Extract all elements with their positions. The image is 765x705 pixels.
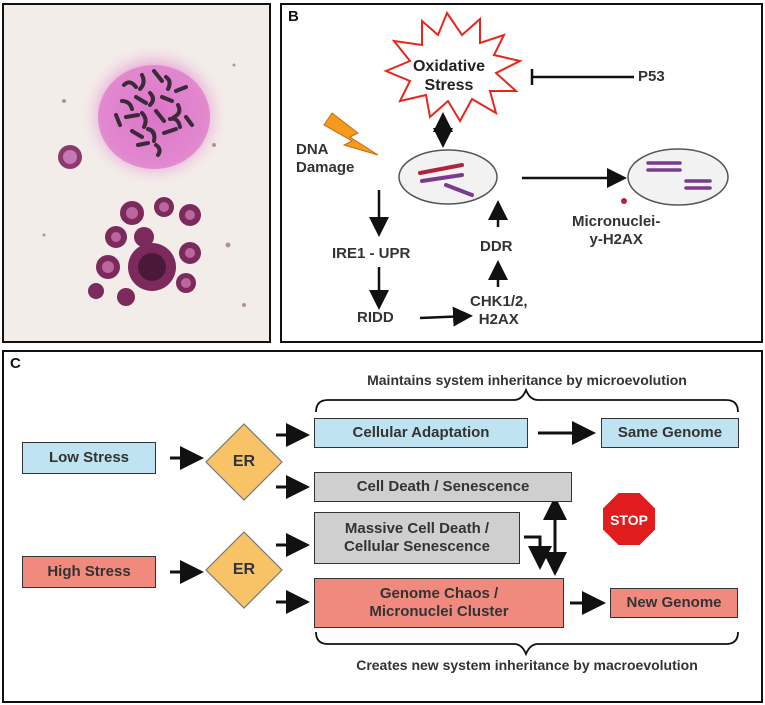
lightning-icon — [323, 112, 379, 156]
same-genome-box: Same Genome — [601, 418, 739, 448]
low-stress-box: Low Stress — [22, 442, 156, 474]
ddr-label: DDR — [480, 238, 513, 255]
panel-b: B — [280, 3, 763, 343]
top-caption: Maintains system inheritance by microevo… — [367, 372, 687, 388]
panel-a: A — [2, 3, 271, 343]
micronuclei-cell — [627, 148, 729, 206]
micronuclei-label: Micronuclei-y-H2AX — [572, 213, 661, 248]
ridd-label: RIDD — [357, 309, 394, 326]
stop-sign-text: STOP — [610, 512, 648, 528]
er-diamond-bottom — [205, 531, 283, 609]
cell-death-box: Cell Death / Senescence — [314, 472, 572, 502]
bottom-brace — [315, 631, 739, 657]
chk-label: CHK1/2,H2AX — [470, 293, 528, 328]
panel-c-graphics: STOP — [170, 387, 739, 657]
panel-b-graphics — [323, 10, 729, 327]
er-diamond-top — [205, 423, 283, 501]
new-genome-box: New Genome — [610, 588, 738, 618]
massive-death-box: Massive Cell Death /Cellular Senescence — [314, 512, 520, 564]
cellular-adaptation-box: Cellular Adaptation — [314, 418, 528, 448]
p53-label: P53 — [638, 68, 665, 85]
panel-label-b: B — [288, 8, 299, 25]
oxidative-stress-burst — [383, 10, 523, 124]
panel-label-c: C — [10, 355, 21, 372]
stop-sign-icon — [601, 491, 657, 547]
high-stress-box: High Stress — [22, 556, 156, 588]
top-brace — [315, 387, 739, 413]
panel-c: C STOP — [2, 350, 763, 703]
genome-chaos-box: Genome Chaos /Micronuclei Cluster — [314, 578, 564, 628]
er-label-bottom: ER — [232, 561, 256, 579]
ire1-upr-label: IRE1 - UPR — [332, 245, 411, 262]
micrograph-image — [4, 5, 269, 341]
er-label-top: ER — [232, 453, 256, 471]
bottom-caption: Creates new system inheritance by macroe… — [356, 657, 698, 673]
